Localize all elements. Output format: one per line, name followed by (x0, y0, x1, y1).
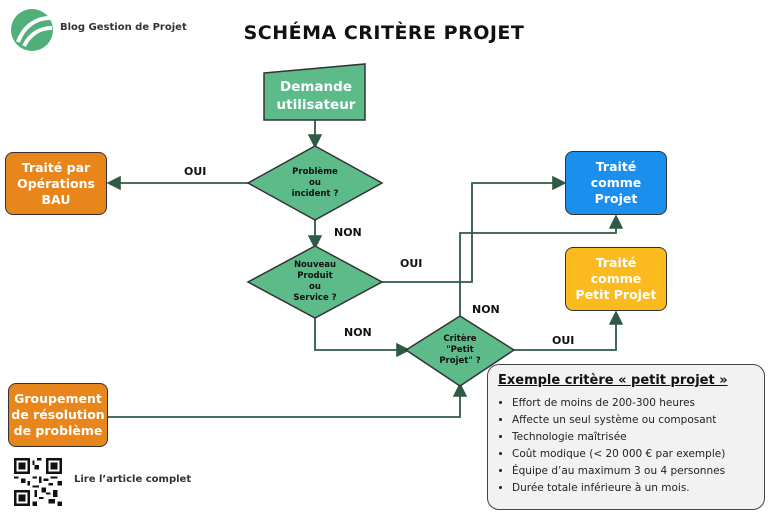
decision-probleme-shape (246, 145, 384, 221)
qr-code-icon[interactable] (14, 458, 62, 506)
decision-critere: Critère "Petit Projet" ? (439, 333, 481, 366)
edge-label-oui-petit: OUI (552, 334, 575, 347)
edge-critere-petit (514, 310, 624, 351)
criteria-item: Affecte un seul système ou composant (512, 412, 725, 429)
node-demande-shape (263, 63, 366, 121)
edge-label-non-nouveau: NON (334, 226, 362, 239)
criteria-list: Effort de moins de 200-300 heures Affect… (488, 395, 725, 497)
read-article-link[interactable]: Lire l’article complet (74, 474, 192, 485)
criteria-panel: Exemple critère « petit projet » Effort … (487, 364, 765, 510)
edge-critere-projet (459, 214, 624, 316)
edge-label-oui-projet: OUI (400, 257, 423, 270)
criteria-item: Équipe d’au maximum 3 ou 4 personnes (512, 463, 725, 480)
edge-label-non-critere: NON (344, 326, 372, 339)
brand-name: Blog Gestion de Projet (60, 22, 187, 33)
edge-nouveau-critere (314, 318, 411, 358)
node-bau: Traité par Opérations BAU (5, 152, 107, 215)
decision-critere-shape (404, 315, 516, 387)
node-projet: Traité comme Projet (565, 151, 667, 215)
criteria-title: Exemple critère « petit projet » (498, 373, 728, 388)
criteria-item: Technologie maîtrisée (512, 429, 725, 446)
edge-label-oui-bau: OUI (184, 165, 207, 178)
criteria-item: Durée totale inférieure à un mois. (512, 480, 725, 497)
decision-nouveau-shape (246, 245, 384, 319)
page-title: SCHÉMA CRITÈRE PROJET (243, 22, 525, 44)
criteria-item: Coût modique (< 20 000 € par exemple) (512, 446, 725, 463)
node-demande: Demande utilisateur (276, 79, 356, 113)
decision-nouveau: Nouveau Produit ou Service ? (293, 260, 337, 303)
node-groupement: Groupement de résolution de problème (8, 383, 108, 447)
decision-probleme: Problème ou incident ? (291, 166, 339, 199)
edge-label-non-from-critere: NON (472, 303, 500, 316)
edge-groupement-critere (108, 382, 468, 418)
node-petit-projet: Traité comme Petit Projet (565, 247, 667, 311)
criteria-item: Effort de moins de 200-300 heures (512, 395, 725, 412)
leaf-logo-icon (11, 9, 53, 51)
